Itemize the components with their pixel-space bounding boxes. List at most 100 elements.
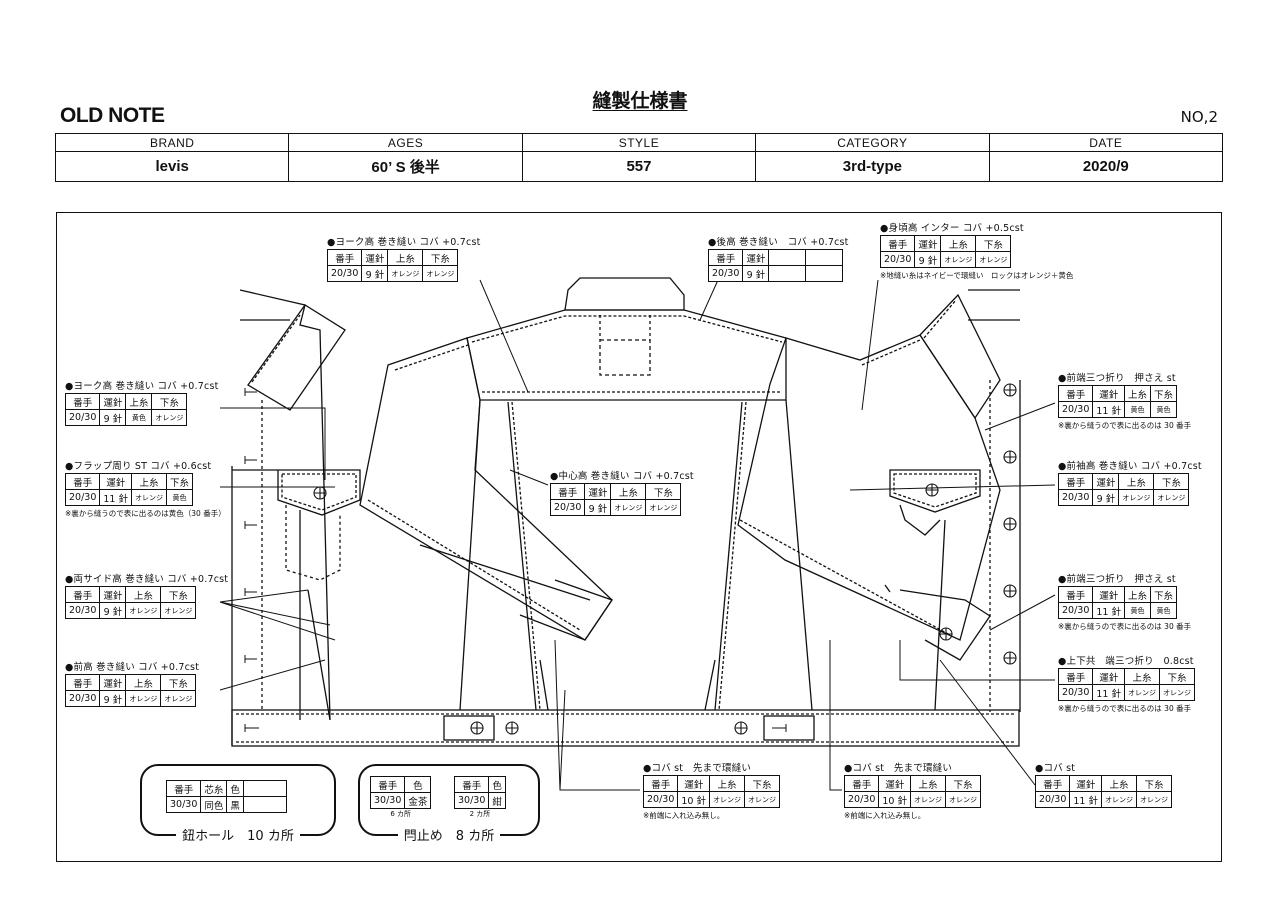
spec-title: ●フラップ周り ST コバ +0.6cst [65,461,212,472]
col-bottom-thread: 下糸 [160,674,197,691]
col-top-thread: 上糸 [1124,668,1160,685]
col-top-thread: 上糸 [610,483,647,500]
cell [805,249,844,266]
document-title: 縫製仕様書 [592,90,688,112]
spec-title: ●コバ st 先まで環縫い [643,763,752,774]
spec-title: ●前端三つ折り 押さえ st [1058,574,1176,585]
cell: オレンジ [1136,791,1172,808]
cell: 20/30 [64,690,101,707]
cell: 20/30 [64,489,101,506]
col-top-thread: 上糸 [125,674,162,691]
cell: 11 針 [1092,684,1125,701]
col-count: 番手 [1034,775,1071,792]
cell: オレンジ [940,251,977,268]
cell: 20/30 [1057,489,1094,506]
spec-title: ●両サイド高 巻き縫い コバ +0.7cst [65,574,229,585]
col-count: 番手 [64,473,101,490]
col-stitch: 運針 [1092,668,1125,685]
spec-note: ※地縫い糸はネイビーで環縫い ロックはオレンジ＋黄色 [880,271,1074,280]
front-panel-left [231,289,361,745]
buttonhole-marks [244,388,787,732]
waistband [231,709,1020,747]
cell: オレンジ [151,409,188,426]
cell: オレンジ [975,251,1012,268]
cell: 黄色 [1150,401,1178,418]
cell: 黄色 [1123,602,1152,619]
spec-title: ●コバ st 先まで環縫い [844,763,953,774]
cell: オレンジ [125,690,162,707]
col-bottom-thread: 下糸 [1150,385,1178,402]
col-count: 番手 [707,249,744,266]
cell: オレンジ [945,791,981,808]
col-top-thread: 上糸 [125,586,162,603]
col-top-thread: 上糸 [125,393,153,410]
col-count: 番手 [1057,586,1094,603]
col-top-thread: 上糸 [1123,385,1152,402]
col-bottom-thread: 下糸 [1159,668,1195,685]
cell: 同色 [200,796,228,813]
cell: オレンジ [131,489,167,506]
col-top-thread: 上糸 [1123,586,1152,603]
cell: 9 針 [361,265,389,282]
col-top-thread: 上糸 [910,775,946,792]
header-table: BRAND AGES STYLE CATEGORY DATE levis 60’… [54,133,1224,182]
spec-note: ※裏から縫うので表に出るのは 30 番手 [1058,622,1192,631]
col-top-thread: 上糸 [1101,775,1137,792]
cell: 30/30 [369,792,406,809]
col-count: 番手 [1057,385,1094,402]
col-top-thread: 上糸 [387,249,424,266]
cell: オレンジ [160,690,197,707]
cell: 9 針 [742,265,770,282]
col-count: 番手 [843,775,880,792]
cell: 20/30 [1057,602,1094,619]
col-bottom-thread: 下糸 [975,235,1012,252]
spec-title: ●身頃高 インター コバ +0.5cst [880,223,1024,234]
cell: 10 針 [878,791,911,808]
cell: 黄色 [125,409,153,426]
col-bottom-thread: 下糸 [1136,775,1172,792]
cell [242,780,287,797]
cell [768,249,807,266]
drawing-frame [56,212,1222,862]
cell: 20/30 [642,791,679,808]
cell: 黄色 [165,489,194,506]
cell: オレンジ [1124,684,1160,701]
header-brand-value: levis [54,151,290,182]
col-count: 番手 [64,586,101,603]
col-bottom-thread: 下糸 [165,473,194,490]
cell: 11 針 [1069,791,1102,808]
cell [242,796,287,813]
col-bottom-thread: 下糸 [645,483,682,500]
cell: 黄色 [1123,401,1152,418]
cell: 11 針 [99,489,132,506]
col-count: 番手 [64,393,101,410]
col-stitch: 運針 [1092,473,1120,490]
header-ages-label: AGES [288,133,523,152]
cell: 9 針 [99,690,127,707]
spec-note: ※裏から縫うので表に出るのは 30 番手 [1058,704,1192,713]
col-stitch: 運針 [878,775,911,792]
sleeve-left [359,337,614,641]
cell: オレンジ [1101,791,1137,808]
col-color: 色 [488,776,506,793]
cell: 10 針 [677,791,710,808]
spec-title: ●ヨーク高 巻き縫い コバ +0.7cst [327,237,481,248]
col-bottom-thread: 下糸 [744,775,780,792]
col-count: 番手 [64,674,101,691]
cell: 11 針 [1092,401,1125,418]
